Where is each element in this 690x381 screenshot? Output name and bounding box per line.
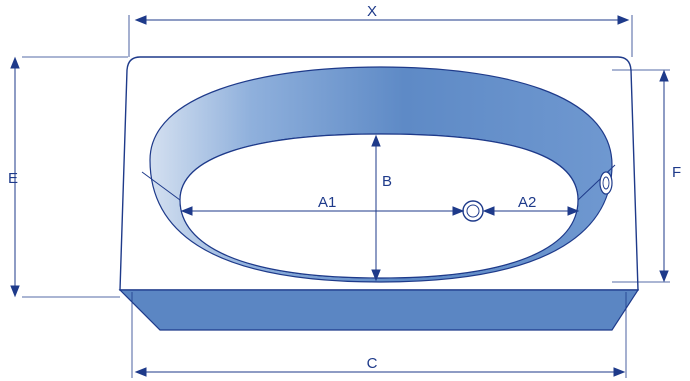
label-x: X [367,3,377,20]
label-a2: A2 [518,194,536,211]
tub-front-panel [118,289,640,331]
overflow-icon [599,171,613,195]
label-f: F [672,164,681,181]
tub-right-seam [577,164,616,201]
tub-left-seam [141,171,181,201]
drain-icon [462,200,484,222]
label-b: B [382,173,392,190]
bathtub [118,56,640,331]
label-e: E [8,170,18,187]
dimension-lines [10,15,669,377]
extension-lines [22,15,670,378]
dimension-labels: X C E F B A1 A2 [8,3,681,372]
label-a1: A1 [318,194,336,211]
label-c: C [367,355,378,372]
